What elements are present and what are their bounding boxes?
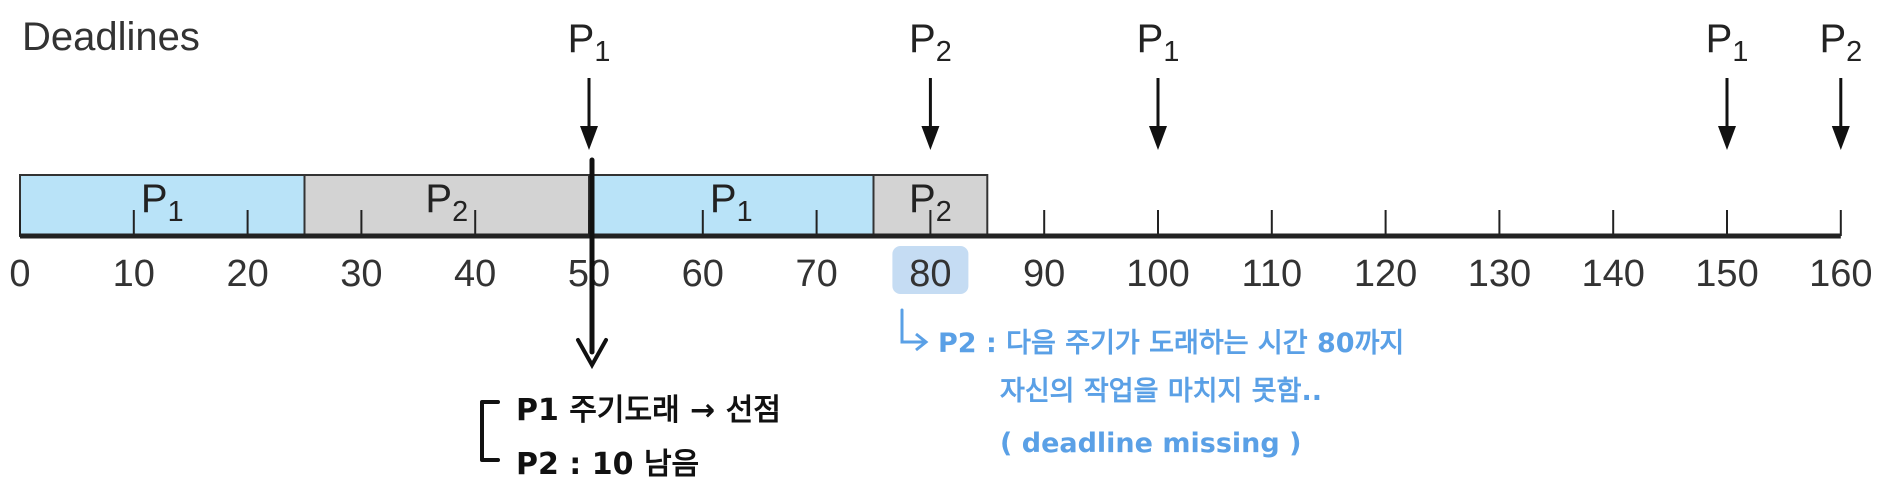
segment-label-1-subscript: 2 — [452, 196, 468, 228]
segment-label-0: P1 — [141, 177, 184, 228]
note-preempt: P1 주기도래 → 선점 — [516, 393, 781, 428]
time-axis: 0 10 20 30 40 50 60 70 80 90 100 110 120 130 140 150 160 — [9, 210, 1873, 295]
segment-label-2-subscript: 1 — [737, 196, 753, 228]
segment-label-0-subscript: 1 — [168, 196, 184, 228]
segment-label-1: P2 — [425, 177, 468, 228]
axis-tick-label-9: 90 — [1023, 253, 1065, 295]
deadline-arrow-head-4 — [1831, 126, 1850, 150]
axis-tick-label-3: 30 — [340, 253, 382, 295]
note-p2-line2: 자신의 작업을 마치지 못함.. — [1000, 376, 1322, 407]
deadline-label-3-subscript: 1 — [1732, 36, 1748, 68]
note-remaining: P2 : 10 남음 — [516, 447, 699, 482]
deadline-label-1-letter: P — [909, 17, 936, 61]
axis-tick-highlight — [892, 246, 969, 294]
axis-tick-label-13: 130 — [1468, 253, 1531, 295]
deadline-arrow-head-0 — [580, 126, 598, 150]
note-p2-line3: ( deadline missing ) — [1000, 428, 1301, 459]
deadline-label-1-subscript: 2 — [936, 36, 952, 68]
axis-tick-label-2: 20 — [226, 253, 268, 295]
deadline-label-0-subscript: 1 — [594, 36, 610, 68]
note-p2-line1: P2 : 다음 주기가 도래하는 시간 80까지 — [938, 328, 1404, 359]
segment-2 — [588, 174, 875, 237]
deadline-arrow-head-1 — [921, 126, 940, 150]
segment-0 — [19, 174, 306, 237]
axis-tick-label-4: 40 — [454, 253, 496, 295]
axis-tick-label-16: 160 — [1809, 253, 1872, 295]
axis-tick-label-12: 120 — [1354, 253, 1417, 295]
preempt-arrow-head — [576, 338, 608, 370]
segment-label-1-letter: P — [425, 177, 452, 221]
deadline-label-0: P1 — [568, 17, 611, 68]
axis-tick-label-0: 0 — [9, 253, 30, 295]
blue-hook-head — [915, 332, 929, 352]
axis-tick-label-10: 100 — [1126, 253, 1189, 295]
deadline-label-2-subscript: 1 — [1163, 36, 1179, 68]
axis-tick-label-8: 80 — [909, 253, 951, 295]
blue-hook-arrow — [900, 308, 926, 344]
deadline-label-4-subscript: 2 — [1846, 36, 1862, 68]
deadline-label-2-letter: P — [1137, 17, 1164, 61]
segment-label-3-subscript: 2 — [936, 196, 952, 228]
axis-tick-label-5: 50 — [568, 253, 610, 295]
axis-tick-label-1: 10 — [113, 253, 155, 295]
axis-tick-label-6: 60 — [682, 253, 724, 295]
deadline-label-0-letter: P — [568, 17, 595, 61]
deadline-label-1: P2 — [909, 17, 952, 68]
deadline-arrow-head-3 — [1718, 126, 1736, 150]
deadline-label-3: P1 — [1706, 17, 1749, 68]
axis-tick-label-7: 70 — [795, 253, 837, 295]
note-bracket — [480, 400, 500, 462]
deadline-label-4: P2 — [1819, 17, 1862, 68]
segment-label-3-letter: P — [909, 177, 936, 221]
deadline-label-3-letter: P — [1706, 17, 1733, 61]
axis-tick-label-15: 150 — [1695, 253, 1758, 295]
segment-label-2: P1 — [710, 177, 753, 228]
deadlines-title: Deadlines — [22, 15, 200, 59]
deadline-label-2: P1 — [1137, 17, 1180, 68]
deadline-label-4-letter: P — [1819, 17, 1846, 61]
segment-label-0-letter: P — [141, 177, 168, 221]
segment-label-2-letter: P — [710, 177, 737, 221]
deadline-arrow-head-2 — [1149, 126, 1167, 150]
axis-tick-label-14: 140 — [1581, 253, 1644, 295]
handwritten-annotations: P1 주기도래 → 선점 P2 : 10 남음 P2 : 다음 주기가 도래하는 시… — [480, 157, 1404, 482]
axis-tick-label-11: 110 — [1242, 253, 1303, 295]
